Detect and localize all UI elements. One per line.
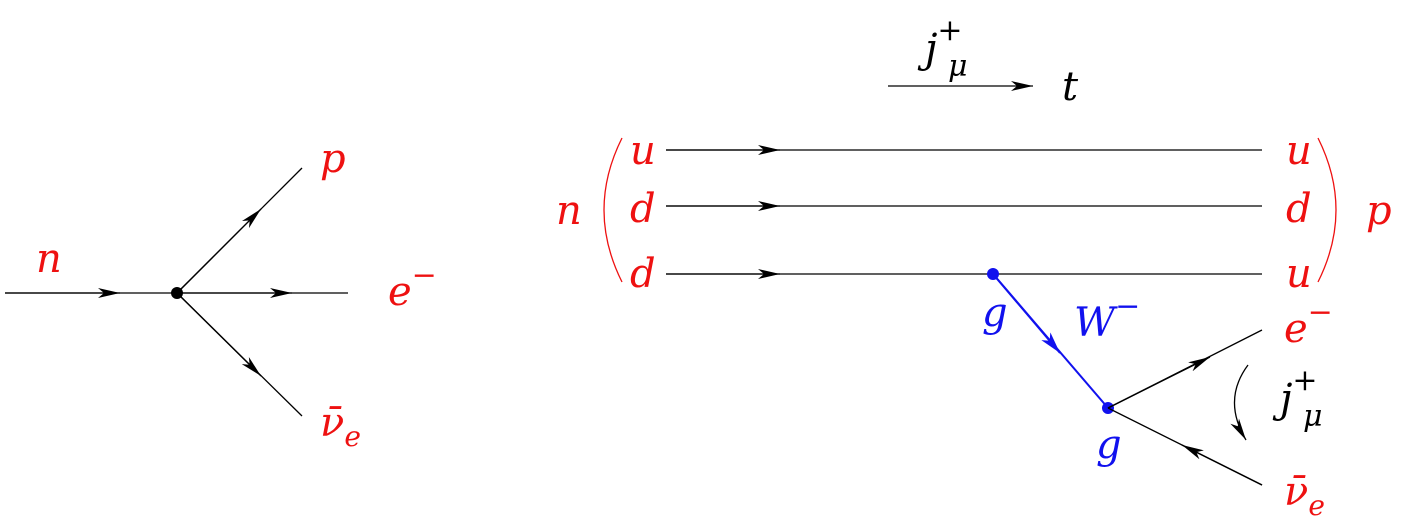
current-label-side: j+μ [1272, 363, 1323, 434]
fermi-vertex [171, 287, 183, 299]
electron-line-right-arrow [1107, 356, 1211, 409]
w-boson-label: W− [1074, 289, 1140, 346]
proton-label: p [320, 136, 346, 182]
electron-label: e− [388, 258, 437, 315]
current-label-top: j+μ [917, 13, 968, 84]
quark-in-3: d [630, 251, 656, 297]
neutron-label-right: n [556, 188, 582, 234]
right-diagram: j+μ t n p u d d u d u g g [556, 13, 1392, 520]
neutron-bracket [603, 137, 623, 283]
antineutrino-label: ν̄e [320, 400, 361, 453]
proton-label-right: p [1366, 188, 1392, 234]
proton-bracket [1317, 137, 1337, 283]
left-diagram: n p e− ν̄e [5, 136, 437, 453]
quark-out-3: u [1286, 251, 1312, 297]
neutron-label: n [36, 236, 62, 282]
vertex-top [987, 268, 999, 280]
time-label: t [1062, 64, 1079, 110]
current-curve-arrow [1230, 364, 1249, 441]
vertex-top-label: g [982, 290, 1008, 336]
proton-line-arrow [176, 208, 262, 294]
antineutrino-line-right-arrow [1181, 444, 1263, 486]
electron-label-right: e− [1284, 295, 1333, 352]
antineutrino-label-right: ν̄e [1284, 469, 1325, 520]
antineutrino-line-arrow [176, 292, 262, 377]
quark-out-1: u [1286, 128, 1312, 174]
w-boson-arrow [992, 273, 1061, 354]
quark-in-1: u [630, 128, 656, 174]
quark-in-2: d [630, 186, 656, 232]
vertex-bottom-label: g [1096, 422, 1122, 468]
quark-out-2: d [1286, 186, 1312, 232]
